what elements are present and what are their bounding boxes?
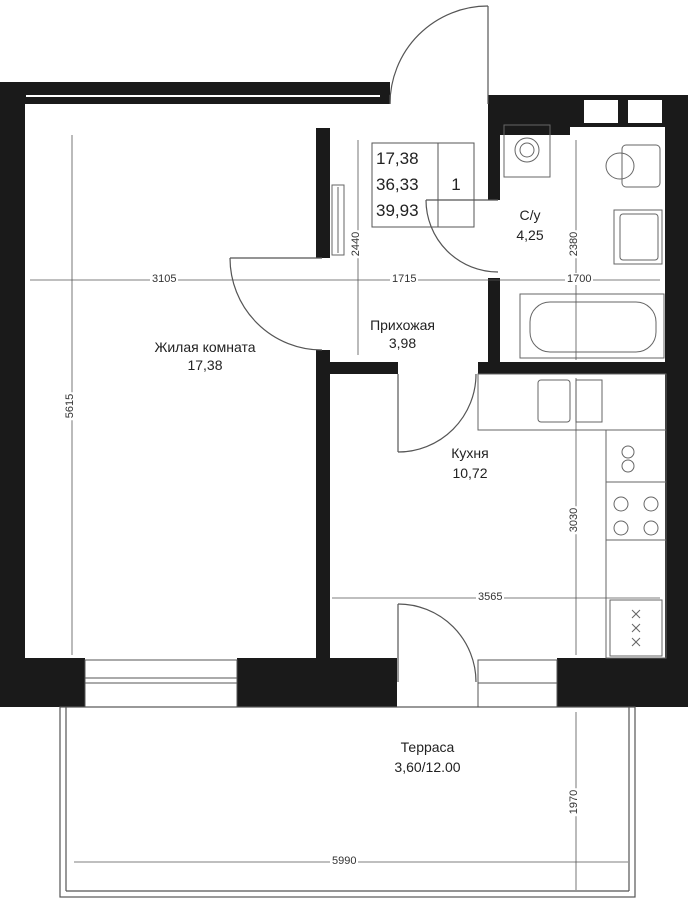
dim-hallway-width: 1715 <box>390 273 419 285</box>
wall-hall-kitchen <box>330 362 398 374</box>
wall-bottom-1 <box>0 658 85 707</box>
bath-sink <box>613 209 663 265</box>
living-door-swing <box>229 257 323 351</box>
room-kitchen-name: Кухня <box>451 445 489 461</box>
terrace-door-swing <box>397 603 477 683</box>
wall-bath-kitchen <box>478 362 668 374</box>
toilet <box>621 144 661 188</box>
dim-terrace-width: 5990 <box>330 855 359 867</box>
room-living-area: 17,38 <box>187 357 223 373</box>
window-top-2 <box>140 104 264 115</box>
room-hallway-area: 3,98 <box>388 335 417 351</box>
dim-kitchen-depth: 3030 <box>568 505 581 535</box>
wall-bottom-3 <box>557 658 688 707</box>
wall-bath-left-top <box>488 95 500 200</box>
bathtub <box>519 293 665 359</box>
wardrobe <box>331 184 345 256</box>
dim-bathroom-depth: 2380 <box>568 229 581 259</box>
kitchen-sink <box>537 379 571 423</box>
kitchen-counter-side <box>605 429 667 659</box>
summary-rooms-count: 1 <box>451 175 461 194</box>
window-bath-1 <box>584 100 618 123</box>
dim-hallway-depth: 2440 <box>350 229 363 259</box>
washing-machine <box>503 124 551 178</box>
room-bathroom-area: 4,25 <box>516 227 544 243</box>
dim-bathroom-width: 1700 <box>565 273 594 285</box>
dim-living-width: 3105 <box>150 273 179 285</box>
room-terrace-name: Терраса <box>400 739 455 755</box>
wall-bottom-2 <box>237 658 397 707</box>
wall-living-hall-top <box>316 128 330 258</box>
terrace-outline <box>59 706 636 898</box>
room-terrace-area: 3,60/12.00 <box>394 759 461 775</box>
summary-box <box>371 142 475 228</box>
wall-left <box>0 82 25 707</box>
window-bath-2 <box>628 100 662 123</box>
kitchen-door-swing <box>397 373 477 453</box>
stove <box>613 496 629 512</box>
dim-terrace-depth: 1970 <box>568 787 581 817</box>
room-hallway-name: Прихожая <box>370 317 435 333</box>
room-living-name: Жилая комната <box>154 339 256 355</box>
dim-living-depth: 5615 <box>64 391 77 421</box>
summary-living-area: 17,38 <box>376 149 419 168</box>
summary-total-with-terrace: 39,93 <box>376 201 419 220</box>
wall-bath-inner <box>500 123 570 135</box>
wall-bath-left-bottom <box>488 278 500 374</box>
wall-top-left <box>0 82 390 104</box>
summary-total-area: 36,33 <box>376 175 419 194</box>
wall-right <box>665 95 688 707</box>
room-kitchen-area: 10,72 <box>452 465 488 481</box>
bath-door-swing <box>425 199 499 273</box>
window-top-1 <box>26 104 130 115</box>
dim-kitchen-width: 3565 <box>476 591 505 603</box>
fridge <box>609 599 663 657</box>
kitchen-counter-top <box>477 373 667 431</box>
room-bathroom-name: С/у <box>519 207 541 223</box>
entrance-door-swing <box>389 5 489 105</box>
wall-living-kitchen <box>316 350 330 660</box>
